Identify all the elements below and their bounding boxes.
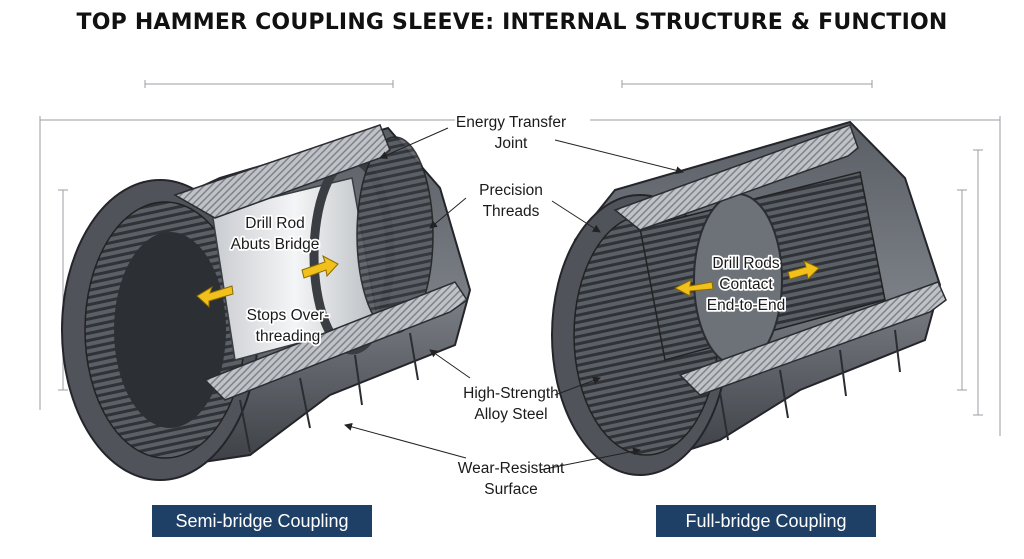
direction-arrows <box>196 254 820 309</box>
right-lower-ribs <box>719 329 901 441</box>
rods-contact-line1: Drill Rods <box>712 255 779 272</box>
label-rod-abuts-bridge: Drill Rod Abuts Bridge <box>229 213 321 255</box>
arrow-rods-contact-left <box>673 279 714 297</box>
semi-bridge-caption: Semi-bridge Coupling <box>152 505 372 537</box>
left-bottom-section <box>203 281 469 401</box>
rod-abuts-line1: Drill Rod <box>245 215 304 232</box>
callout-high-strength: High-Strength Alloy Steel <box>463 385 559 423</box>
right-bottom-section <box>678 281 947 396</box>
rod-abuts-line2: Abuts Bridge <box>231 236 320 253</box>
arrow-rods-contact-right <box>787 260 820 281</box>
full-bridge-caption: Full-bridge Coupling <box>656 505 876 537</box>
high-strength-line2: Alloy Steel <box>474 406 547 423</box>
semi-bridge-coupling-illustration <box>61 124 472 481</box>
full-bridge-coupling-illustration <box>551 120 947 476</box>
dimension-lines <box>39 80 1001 436</box>
energy-transfer-line2: Joint <box>495 135 528 152</box>
page-title: TOP HAMMER COUPLING SLEEVE: INTERNAL STR… <box>76 10 948 35</box>
energy-transfer-line1: Energy Transfer <box>456 114 566 131</box>
stops-line2: threading <box>256 328 321 345</box>
callout-precision-threads: Precision Threads <box>479 182 543 220</box>
label-stops-overthreading: Stops Over- threading <box>245 305 331 347</box>
rods-contact-line3: End-to-End <box>707 297 785 314</box>
wear-resistant-line2: Surface <box>484 481 537 498</box>
wear-resistant-line1: Wear-Resistant <box>458 460 565 477</box>
right-top-section <box>613 124 859 231</box>
high-strength-line1: High-Strength <box>463 385 559 402</box>
precision-threads-line1: Precision <box>479 182 543 199</box>
callout-energy-transfer: Energy Transfer Joint <box>456 114 566 152</box>
leader-lines <box>344 127 684 471</box>
arrow-stops-overthreading <box>196 285 234 309</box>
label-rods-contact: Drill Rods Contact End-to-End <box>705 253 787 316</box>
arrow-rod-abuts <box>301 254 339 279</box>
rods-contact-line2: Contact <box>719 276 773 293</box>
precision-threads-line2: Threads <box>483 203 540 220</box>
callout-wear-resistant: Wear-Resistant Surface <box>458 460 565 498</box>
stops-line1: Stops Over- <box>247 307 330 324</box>
left-lower-ribs <box>239 332 419 453</box>
